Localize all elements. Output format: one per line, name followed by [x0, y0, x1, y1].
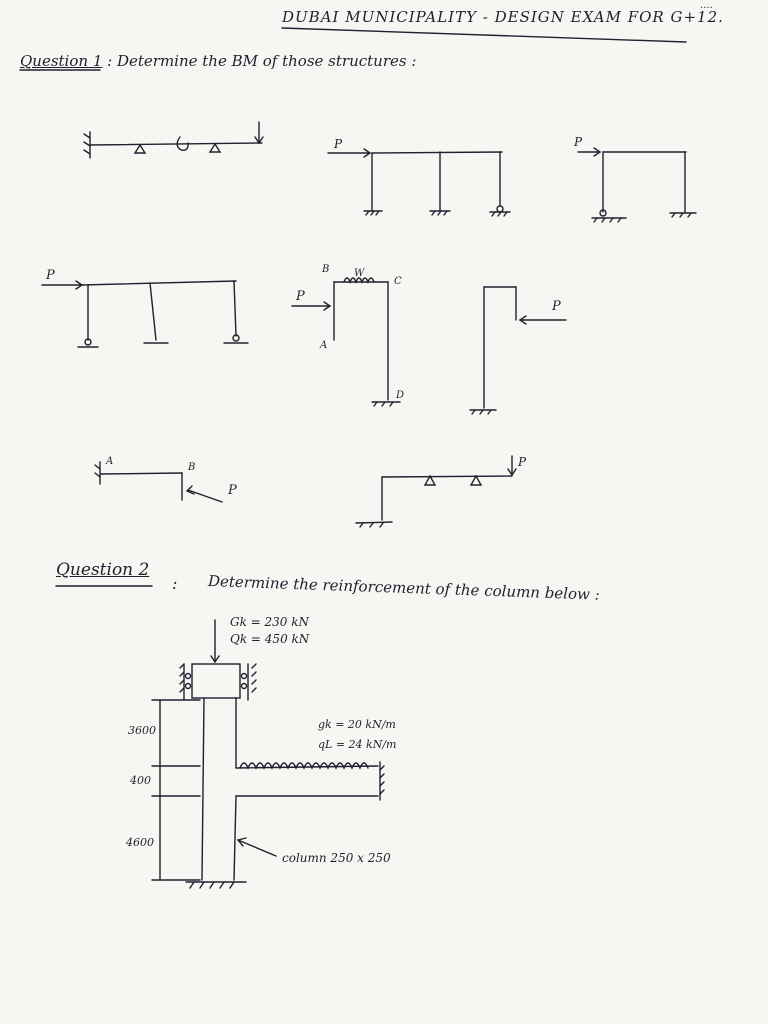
svg-text:Gk = 230 kN: Gk = 230 kN — [230, 615, 310, 629]
svg-text:W: W — [354, 268, 365, 279]
svg-text:P: P — [551, 299, 561, 314]
svg-text:400: 400 — [129, 774, 151, 787]
corner-note: .... — [700, 0, 713, 11]
svg-text:C: C — [394, 276, 402, 287]
svg-text:B: B — [187, 462, 195, 473]
svg-text:P: P — [227, 483, 237, 498]
svg-text:gk = 20 kN/m: gk = 20 kN/m — [318, 718, 396, 731]
title-underline — [281, 27, 687, 43]
page-title: DUBAI MUNICIPALITY - DESIGN EXAM FOR G+1… — [282, 8, 724, 26]
svg-text:4600: 4600 — [125, 836, 154, 849]
structure-6-frame: P — [469, 286, 567, 415]
structure-3-frame: P — [573, 135, 697, 223]
udl-load — [343, 277, 375, 284]
question-1-text: : Determine the BM of those structures : — [107, 52, 417, 70]
question-1-label: Question 1 — [20, 52, 103, 70]
udl-beam-load — [239, 762, 369, 770]
svg-text:D: D — [395, 390, 404, 401]
structure-2-frame: P — [327, 137, 511, 217]
structure-5-frame: B W C A D P — [291, 264, 404, 407]
structure-7-bracket: A B P — [94, 456, 237, 503]
structure-8-frame: P — [355, 455, 527, 528]
structure-4-frame: P — [41, 268, 249, 348]
svg-text:P: P — [573, 135, 583, 149]
svg-text:qL = 24 kN/m: qL = 24 kN/m — [318, 738, 396, 751]
svg-text:P: P — [45, 268, 55, 283]
moment-arrow — [176, 136, 189, 151]
svg-text:Qk = 450 kN: Qk = 450 kN — [230, 632, 310, 646]
svg-text:P: P — [333, 137, 343, 151]
svg-text:3600: 3600 — [128, 724, 156, 737]
question-1: Question 1 : Determine the BM of those s… — [20, 52, 416, 70]
question-2-column: Gk = 230 kN Qk = 450 kN gk = 20 kN/m qL … — [55, 585, 396, 889]
svg-text:column 250 x 250: column 250 x 250 — [282, 851, 391, 865]
question-2-label: Question 2 — [56, 560, 150, 580]
svg-text:P: P — [517, 455, 527, 469]
svg-text:B: B — [321, 264, 329, 275]
question-2-colon: : — [172, 574, 178, 593]
structure-1-beam — [83, 121, 264, 159]
svg-text:A: A — [319, 340, 327, 351]
svg-text:A: A — [105, 456, 113, 467]
svg-text:P: P — [295, 289, 305, 304]
